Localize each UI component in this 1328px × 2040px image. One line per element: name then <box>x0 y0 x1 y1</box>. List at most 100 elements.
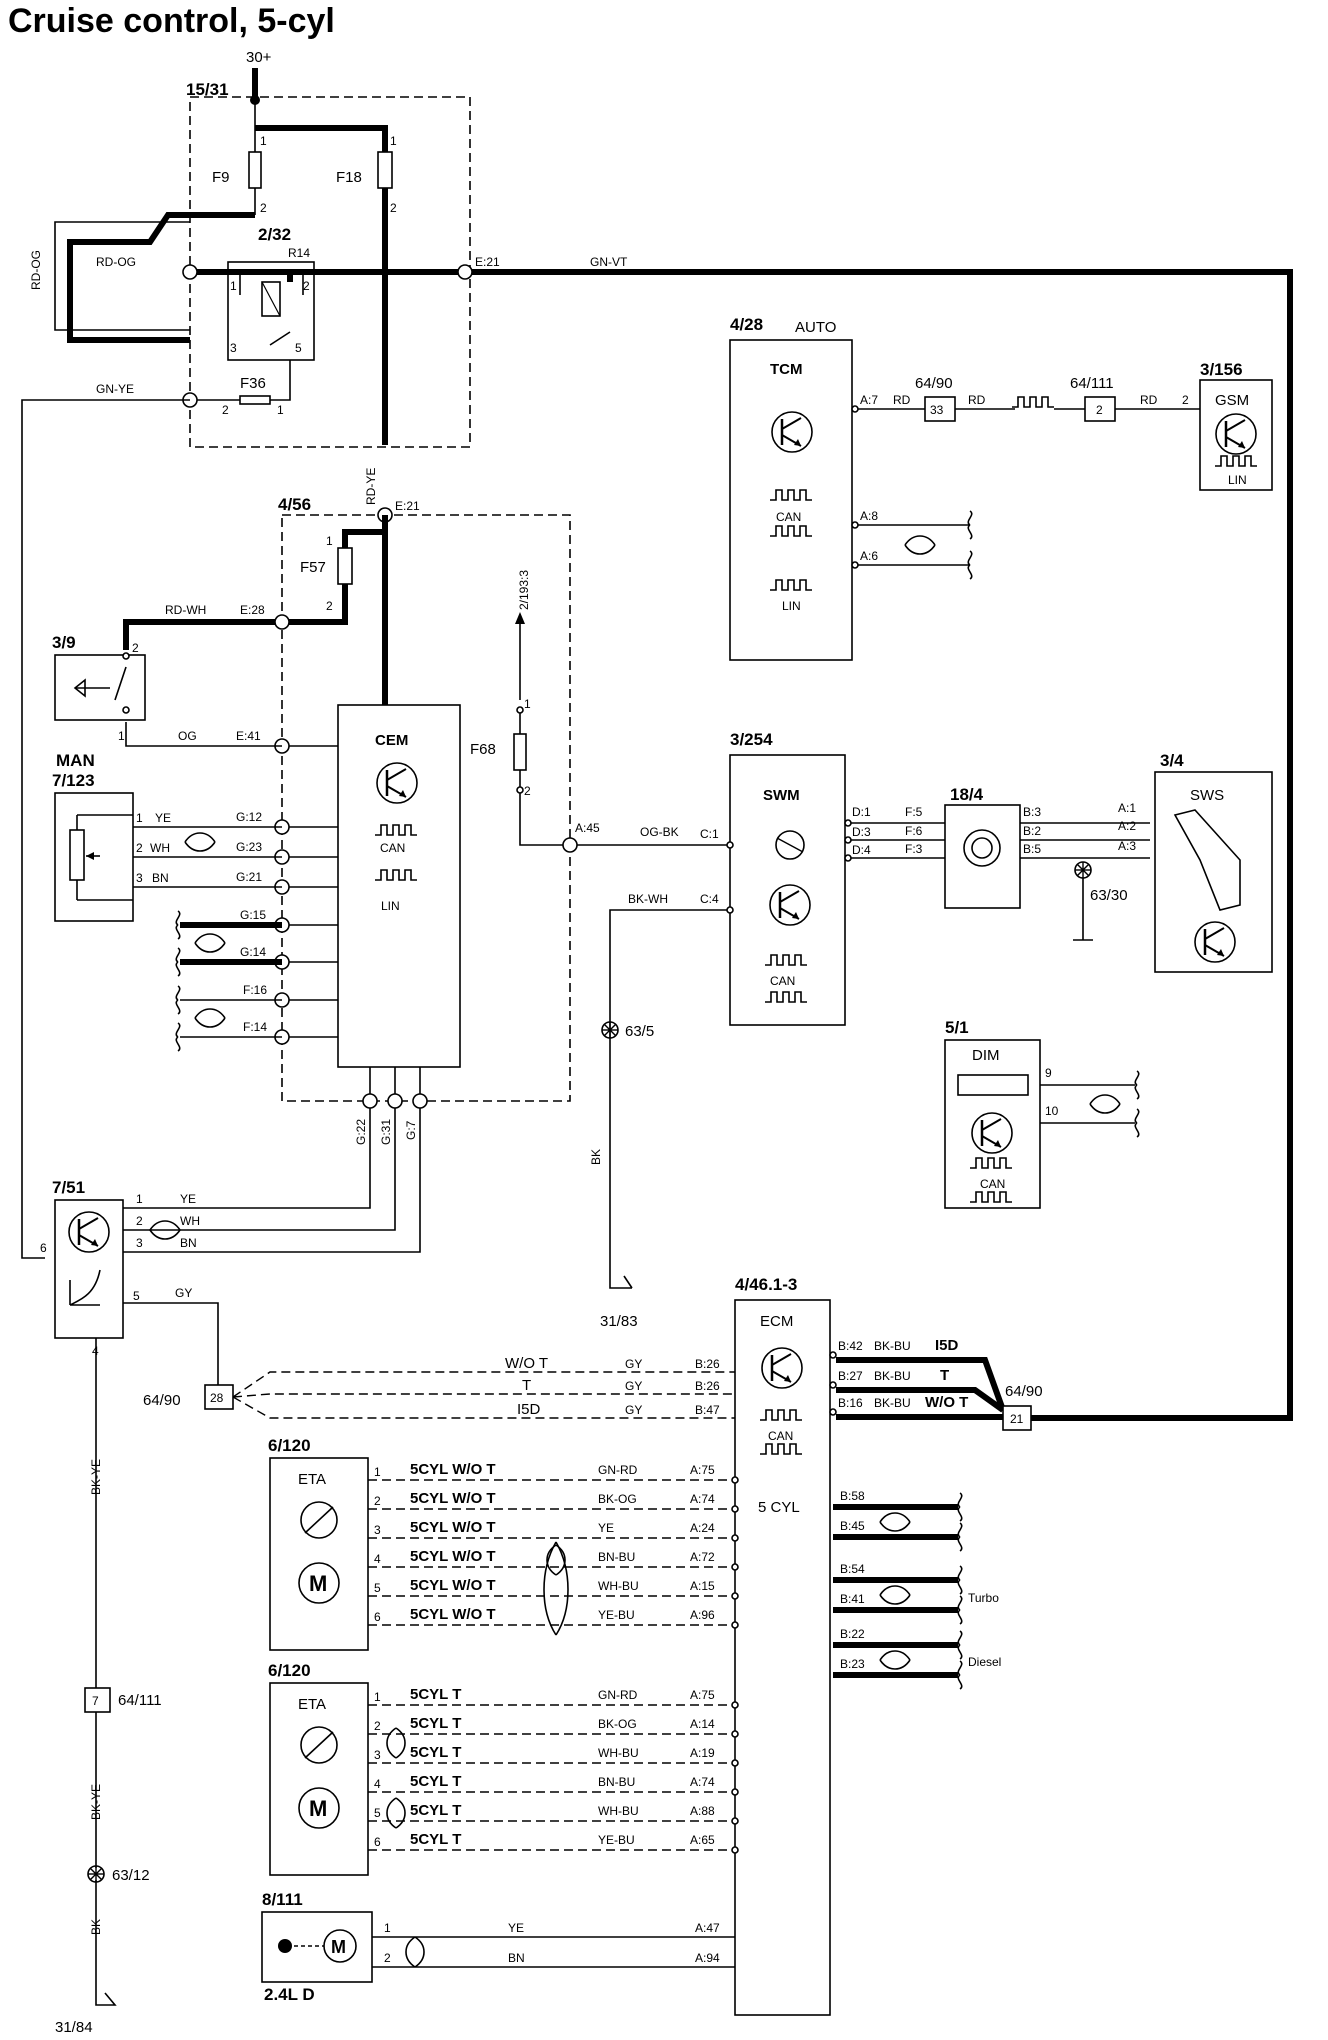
svg-text:D:3: D:3 <box>852 825 871 839</box>
svg-text:1: 1 <box>524 697 531 711</box>
eta-ecm-pin: A:65 <box>690 1833 715 1847</box>
svg-text:CAN: CAN <box>768 1429 793 1443</box>
svg-text:M: M <box>309 1571 327 1596</box>
ground-31-84: 31/84 <box>55 2019 93 2036</box>
svg-text:BK-YE: BK-YE <box>89 1784 103 1820</box>
svg-text:7: 7 <box>92 1694 99 1708</box>
svg-text:21: 21 <box>1010 1412 1024 1426</box>
eta-wire-color: YE <box>598 1521 614 1535</box>
cem-module: 4/56 E:21 F57 1 2 E:28 RD-WH CEM CAN LIN… <box>123 495 571 1145</box>
eta-pin: 3 <box>374 1523 381 1537</box>
eta-variant-note: 5CYL T <box>410 1715 461 1732</box>
svg-text:F:16: F:16 <box>243 983 267 997</box>
svg-text:GY: GY <box>625 1357 642 1371</box>
svg-text:2: 2 <box>1096 403 1103 417</box>
svg-text:F68: F68 <box>470 741 496 758</box>
svg-text:64/90: 64/90 <box>143 1392 181 1409</box>
eta-variant-note: 5CYL W/O T <box>410 1548 496 1565</box>
svg-text:B:41: B:41 <box>840 1592 865 1606</box>
svg-text:F:3: F:3 <box>905 842 923 856</box>
eta-variant-note: 5CYL T <box>410 1802 461 1819</box>
ecm-4-46: 4/46.1-3 ECM CAN 5 CYL B:42 BK-BU I5D B:… <box>734 1275 1043 2016</box>
svg-text:1: 1 <box>136 811 143 825</box>
svg-text:Turbo: Turbo <box>968 1591 999 1605</box>
svg-text:6: 6 <box>40 1241 47 1255</box>
eta-pin: 1 <box>374 1465 381 1479</box>
svg-text:2: 2 <box>524 784 531 798</box>
eta-variant-note: 5CYL W/O T <box>410 1606 496 1623</box>
fusebox-id: 15/31 <box>186 80 229 99</box>
svg-text:D:4: D:4 <box>852 843 871 857</box>
eta-pin: 4 <box>374 1777 381 1791</box>
svg-text:A:7: A:7 <box>860 393 878 407</box>
svg-text:F:6: F:6 <box>905 824 923 838</box>
svg-text:1: 1 <box>136 1192 143 1206</box>
svg-text:2: 2 <box>326 599 333 613</box>
svg-text:18/4: 18/4 <box>950 785 984 804</box>
svg-text:1: 1 <box>118 729 125 743</box>
eta-ecm-pin: A:15 <box>690 1579 715 1593</box>
svg-text:5/1: 5/1 <box>945 1018 969 1037</box>
svg-text:6/120: 6/120 <box>268 1436 311 1455</box>
svg-text:WH: WH <box>150 841 170 855</box>
eta-pin: 5 <box>374 1806 381 1820</box>
power-supply-label: 30+ <box>246 49 272 66</box>
svg-text:63/30: 63/30 <box>1090 887 1128 904</box>
eta-pin: 6 <box>374 1835 381 1849</box>
svg-text:CAN: CAN <box>380 841 405 855</box>
svg-text:3: 3 <box>136 871 143 885</box>
swm-3-254: 3/254 SWM CAN C:1 C:4 BK-WH 63/5 BK 31/8… <box>589 730 945 1330</box>
wire-gn-vt-main <box>470 269 1293 1421</box>
eta-ecm-pin: A:74 <box>690 1775 715 1789</box>
eta-ecm-pin: A:14 <box>690 1717 715 1731</box>
eta-ecm-pin: A:88 <box>690 1804 715 1818</box>
eta-wire-color: GN-RD <box>598 1688 638 1702</box>
eta-pin: 5 <box>374 1581 381 1595</box>
svg-text:F:14: F:14 <box>243 1020 267 1034</box>
svg-text:E:21: E:21 <box>395 499 420 513</box>
svg-text:B:3: B:3 <box>1023 805 1041 819</box>
eta-ecm-pin: A:74 <box>690 1492 715 1506</box>
fuse-f36-label: F36 <box>240 375 266 392</box>
eta-wire-color: BK-OG <box>598 1492 637 1506</box>
eta-wire-color: WH-BU <box>598 1746 639 1760</box>
svg-text:E:28: E:28 <box>240 603 265 617</box>
svg-text:A:47: A:47 <box>695 1921 720 1935</box>
cem-left-pins: G:12 G:23 G:21 G:15 G:14 F:16 F:14 <box>236 810 338 1045</box>
svg-text:1: 1 <box>326 534 333 548</box>
svg-text:B:45: B:45 <box>840 1519 865 1533</box>
eta-variant-note: 5CYL T <box>410 1686 461 1703</box>
svg-text:3: 3 <box>136 1236 143 1250</box>
svg-text:63/12: 63/12 <box>112 1867 150 1884</box>
svg-text:T: T <box>522 1377 531 1394</box>
svg-text:4/28: 4/28 <box>730 315 763 334</box>
fusebox-15-31: 15/31 30+ F9 1 2 F18 1 2 RD-OG 2/32 R14 … <box>29 49 471 448</box>
svg-text:33: 33 <box>930 403 944 417</box>
svg-text:BN: BN <box>180 1236 197 1250</box>
svg-text:SWM: SWM <box>763 787 800 804</box>
svg-text:7/123: 7/123 <box>52 771 95 790</box>
svg-text:T: T <box>940 1367 949 1384</box>
svg-text:A:6: A:6 <box>860 549 878 563</box>
svg-text:3: 3 <box>230 341 237 355</box>
svg-text:G:14: G:14 <box>240 945 266 959</box>
svg-text:B:47: B:47 <box>695 1403 720 1417</box>
cem-id: 4/56 <box>278 495 311 514</box>
svg-text:B:26: B:26 <box>695 1357 720 1371</box>
eta-wire-color: YE-BU <box>598 1608 635 1622</box>
svg-text:A:2: A:2 <box>1118 819 1136 833</box>
svg-text:2: 2 <box>260 201 267 215</box>
svg-text:3/4: 3/4 <box>1160 751 1184 770</box>
eta-wire-color: GN-RD <box>598 1463 638 1477</box>
svg-text:1: 1 <box>384 1921 391 1935</box>
svg-text:64/111: 64/111 <box>1070 375 1114 392</box>
svg-text:4/46.1-3: 4/46.1-3 <box>735 1275 797 1294</box>
svg-text:3/254: 3/254 <box>730 730 773 749</box>
svg-text:CAN: CAN <box>980 1177 1005 1191</box>
svg-text:I5D: I5D <box>935 1337 959 1354</box>
svg-text:28: 28 <box>210 1391 224 1405</box>
connector-64-90-left: 28 64/90 W/O T GY B:26 T GY B:26 I5D GY … <box>143 1355 735 1419</box>
wire-bk-wh: BK-WH <box>628 892 668 906</box>
